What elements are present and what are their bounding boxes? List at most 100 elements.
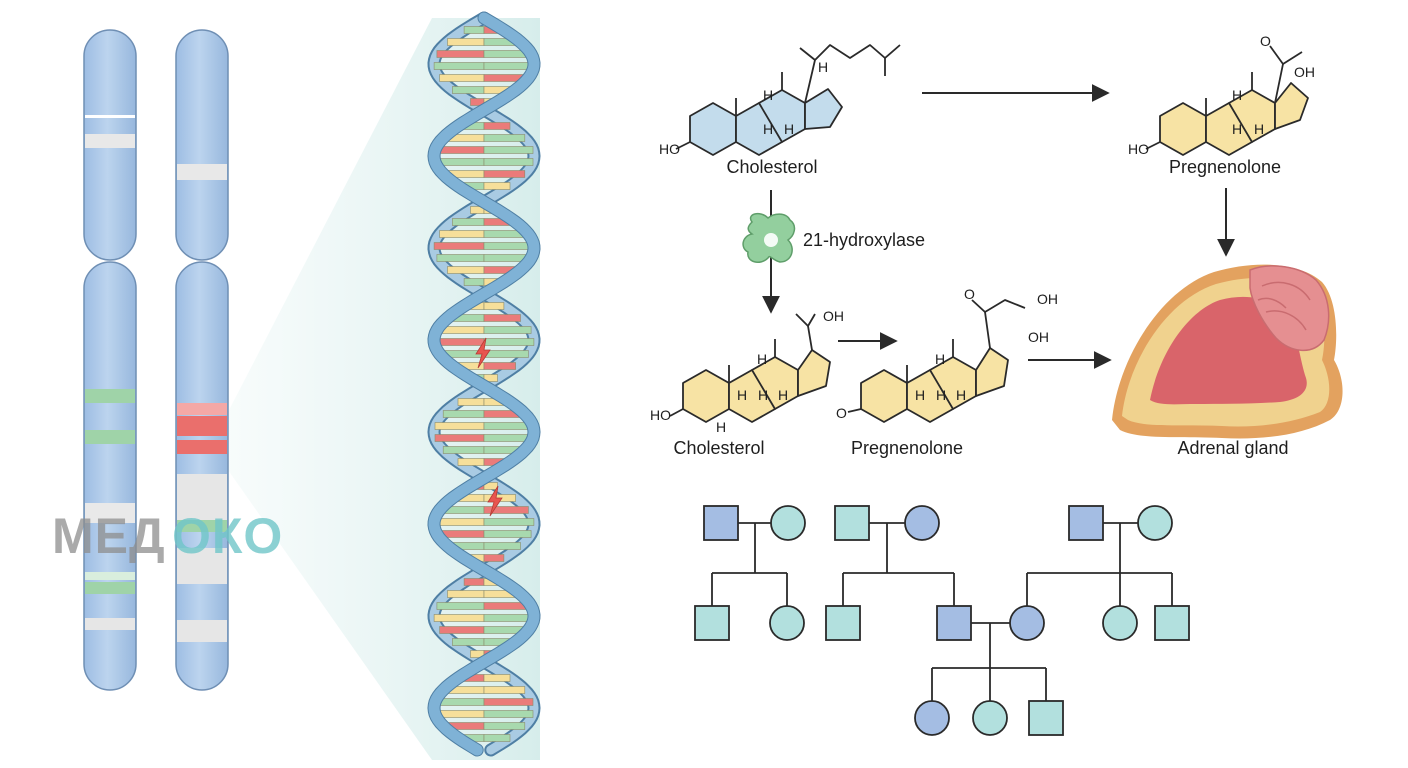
- pedigree-female: [769, 605, 805, 641]
- base-pair: [483, 614, 535, 622]
- svg-text:OH: OH: [1028, 329, 1049, 345]
- base-pair: [483, 710, 534, 718]
- chromosome-right: [175, 29, 229, 691]
- mutation-bolt-icon: [487, 485, 503, 517]
- pedigree-female: [972, 700, 1008, 736]
- base-pair: [483, 302, 505, 310]
- pedigree-male: [1154, 605, 1190, 641]
- base-pair: [483, 170, 526, 178]
- svg-text:H: H: [757, 351, 767, 367]
- pedigree-male: [1068, 505, 1104, 541]
- chromosome-bands: [177, 164, 227, 642]
- label-cholesterol-bottom: Cholesterol: [673, 438, 764, 458]
- base-pair: [483, 374, 498, 382]
- base-pair: [442, 410, 485, 418]
- base-pair: [483, 134, 526, 142]
- base-pair: [483, 686, 526, 694]
- base-pair: [433, 518, 485, 526]
- base-pair: [483, 338, 535, 346]
- base-pair: [483, 146, 534, 154]
- svg-text:H: H: [818, 59, 828, 75]
- base-pair: [447, 590, 485, 598]
- base-pair: [483, 62, 535, 70]
- base-pair: [483, 182, 511, 190]
- structure-cholesterol-bottom: [669, 313, 831, 423]
- pedigree-male: [825, 605, 861, 641]
- base-pair: [483, 722, 526, 730]
- base-pair: [483, 734, 511, 742]
- pedigree-male: [834, 505, 870, 541]
- base-pair: [452, 638, 485, 646]
- pedigree-male: [936, 605, 972, 641]
- zoom-fan: [228, 18, 540, 760]
- svg-text:OH: OH: [1294, 64, 1315, 80]
- base-pair: [434, 422, 485, 430]
- structure-pregnenolone-bottom-atoms: O OH OH O H H H H: [836, 286, 1058, 421]
- chromosome-bands: [85, 115, 135, 630]
- base-pair: [483, 482, 498, 490]
- base-pair: [447, 38, 485, 46]
- dna-backbone-a: [428, 12, 540, 756]
- base-pair: [433, 242, 485, 250]
- pedigree-female: [904, 505, 940, 541]
- svg-text:H: H: [716, 419, 726, 435]
- base-pair: [452, 218, 485, 226]
- base-pair: [463, 578, 485, 586]
- label-pregnenolone-bottom: Pregnenolone: [851, 438, 963, 458]
- svg-text:H: H: [784, 121, 794, 137]
- svg-text:O: O: [964, 286, 975, 302]
- enzyme-icon: [742, 212, 796, 263]
- base-pair: [433, 62, 485, 70]
- base-pair: [439, 74, 485, 82]
- pedigree-female: [770, 505, 806, 541]
- base-pair: [463, 26, 485, 34]
- svg-text:H: H: [737, 387, 747, 403]
- base-pair: [483, 242, 535, 250]
- base-pair: [483, 350, 529, 358]
- svg-text:OH: OH: [1037, 291, 1058, 307]
- label-adrenal-gland: Adrenal gland: [1177, 438, 1288, 458]
- watermark-logo: МЕД ОКО: [52, 508, 283, 564]
- base-pair: [433, 614, 485, 622]
- base-pair: [439, 230, 485, 238]
- base-pair: [436, 254, 485, 262]
- svg-text:H: H: [936, 387, 946, 403]
- label-pregnenolone-top: Pregnenolone: [1169, 157, 1281, 177]
- base-pair: [483, 554, 505, 562]
- mutation-bolt-icon: [475, 337, 491, 369]
- base-pair: [483, 518, 535, 526]
- svg-text:ОКО: ОКО: [172, 508, 283, 564]
- pedigree-female: [1009, 605, 1045, 641]
- svg-text:H: H: [935, 351, 945, 367]
- structure-cholesterol-bottom-atoms: HO OH H H H H H: [650, 308, 844, 435]
- svg-text:H: H: [1254, 121, 1264, 137]
- pedigree-female: [914, 700, 950, 736]
- base-pair: [483, 698, 534, 706]
- svg-text:H: H: [758, 387, 768, 403]
- svg-text:O: O: [836, 405, 847, 421]
- svg-text:H: H: [956, 387, 966, 403]
- label-enzyme: 21-hydroxylase: [803, 230, 925, 250]
- structure-pregnenolone-top-atoms: HO O OH H H H: [1128, 33, 1315, 157]
- svg-text:H: H: [778, 387, 788, 403]
- structure-cholesterol-top: [675, 44, 901, 156]
- svg-text:OH: OH: [823, 308, 844, 324]
- base-pair: [483, 506, 529, 514]
- base-pair: [447, 266, 485, 274]
- structure-pregnenolone-bottom: [847, 299, 1026, 423]
- base-pair: [452, 86, 485, 94]
- base-pair: [483, 542, 521, 550]
- svg-text:H: H: [763, 87, 773, 103]
- base-pair: [483, 362, 516, 370]
- structure-pregnenolone-top: [1145, 45, 1309, 156]
- svg-text:HO: HO: [659, 141, 680, 157]
- pedigree-female: [1137, 505, 1173, 541]
- label-cholesterol-top: Cholesterol: [726, 157, 817, 177]
- base-pair: [436, 50, 485, 58]
- pedigree-male: [703, 505, 739, 541]
- svg-text:O: O: [1260, 33, 1271, 49]
- base-pair: [483, 314, 521, 322]
- base-pair: [483, 326, 532, 334]
- structure-cholesterol-top-atoms: HO H H H H: [659, 59, 828, 157]
